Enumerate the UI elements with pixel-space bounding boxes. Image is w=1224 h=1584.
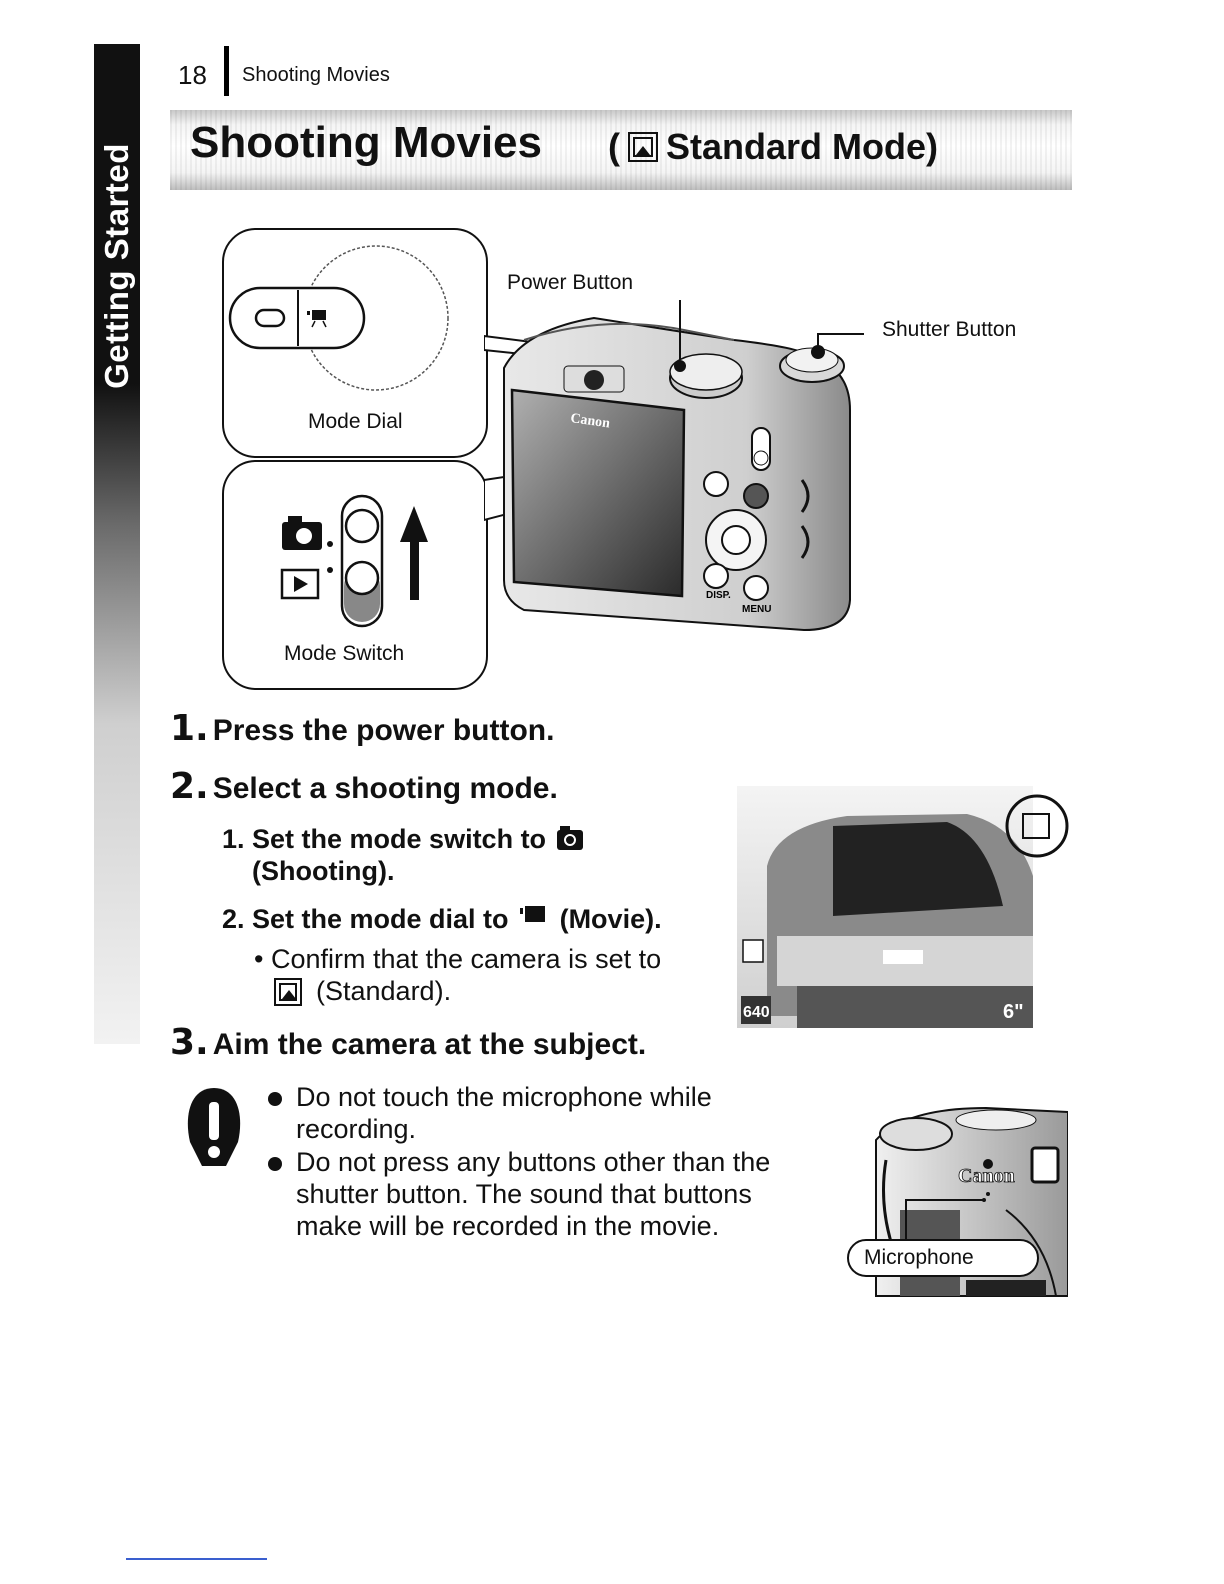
warning-2-line3: make will be recorded in the movie.	[296, 1211, 720, 1241]
standard-mode-icon	[628, 132, 658, 162]
svg-text:Canon: Canon	[569, 411, 611, 431]
substep-1-line2: (Shooting).	[252, 856, 395, 886]
step-2: 2. Select a shooting mode.	[170, 766, 558, 807]
substep-1-line1: 1. Set the mode switch to	[222, 824, 586, 855]
footer-link-rule	[126, 1558, 267, 1560]
standard-mode-icon	[274, 977, 302, 1006]
lcd-remaining-text: 6"	[1003, 1001, 1024, 1023]
mode-switch-illustration	[280, 494, 428, 628]
warning-1-line2: recording.	[296, 1114, 417, 1144]
confirm-bullet-text: (Standard).	[316, 976, 452, 1006]
warning-1-line1: Do not touch the microphone while	[296, 1082, 712, 1112]
substep-2-text: 2. Set the mode dial to	[222, 904, 509, 934]
warning-2-line1: Do not press any buttons other than the	[296, 1147, 771, 1177]
substep-2-text-end: (Movie).	[559, 904, 662, 934]
step-2-text: Select a shooting mode.	[212, 772, 558, 805]
page-number: 18	[178, 60, 207, 90]
svg-text:MENU: MENU	[742, 604, 771, 615]
substep-2-line1: 2. Set the mode dial to (Movie).	[222, 904, 662, 935]
warning-bullet	[268, 1157, 282, 1171]
subtitle-paren: (	[608, 126, 620, 167]
power-button-label: Power Button	[507, 271, 634, 294]
page-subtitle: ( Standard Mode)	[608, 126, 938, 168]
substep-1-text: 1. Set the mode switch to	[222, 824, 547, 854]
subtitle-text: Standard Mode)	[666, 126, 939, 167]
side-tab-label: Getting Started	[98, 143, 135, 389]
header-rule	[224, 46, 229, 96]
camera-rear-illustration: Canon DISP. MENU	[484, 300, 864, 632]
svg-text:Canon: Canon	[958, 1165, 1015, 1187]
step-3-number: 3.	[170, 1022, 209, 1063]
lcd-resolution-text: 640	[743, 1004, 770, 1021]
step-3: 3. Aim the camera at the subject.	[170, 1022, 646, 1063]
step-3-text: Aim the camera at the subject.	[212, 1028, 647, 1061]
step-1: 1. Press the power button.	[170, 708, 554, 749]
svg-text:DISP.: DISP.	[706, 590, 731, 601]
shooting-camera-icon	[556, 826, 583, 850]
page-title: Shooting Movies	[190, 118, 542, 167]
title-band	[170, 110, 1072, 190]
shutter-button-label: Shutter Button	[882, 318, 1017, 341]
confirm-bullet-line2: (Standard).	[274, 976, 451, 1007]
mode-switch-label: Mode Switch	[284, 642, 405, 665]
confirm-bullet-line1: • Confirm that the camera is set to	[254, 944, 662, 974]
section-side-tab: Getting Started	[94, 44, 140, 1044]
step-1-number: 1.	[170, 708, 209, 749]
movie-mode-icon	[520, 906, 548, 930]
warning-2-line2: shutter button. The sound that buttons	[296, 1179, 752, 1209]
mode-dial-callout: Mode Dial	[222, 228, 488, 458]
caution-icon	[187, 1088, 241, 1166]
microphone-label: Microphone	[864, 1246, 974, 1269]
lcd-screen-image: 640 6"	[737, 786, 1069, 1028]
running-title: Shooting Movies	[242, 64, 390, 86]
mode-dial-illustration	[228, 245, 449, 391]
microphone-location-image: Canon	[847, 1106, 1068, 1297]
mode-dial-label: Mode Dial	[308, 410, 403, 433]
step-1-text: Press the power button.	[212, 714, 555, 747]
warning-bullet	[268, 1092, 282, 1106]
mode-switch-callout: Mode Switch	[222, 460, 488, 690]
step-2-number: 2.	[170, 766, 209, 807]
